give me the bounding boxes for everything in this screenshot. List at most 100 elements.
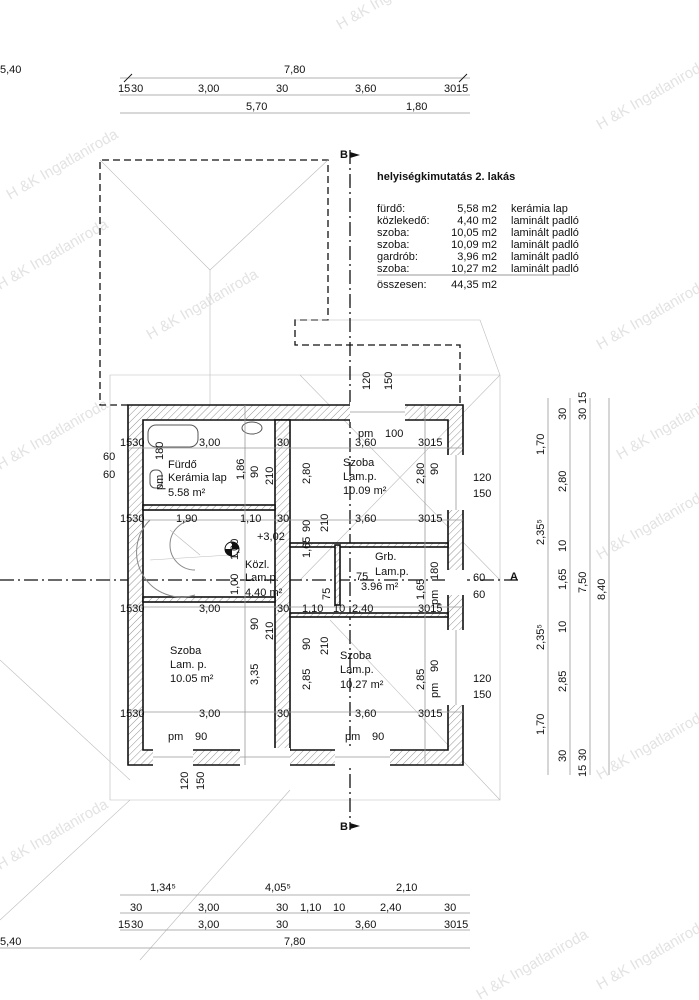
bathtub-icon (147, 424, 199, 448)
dimension-label: 2,80 (301, 463, 313, 484)
dimension-label: 3,60 (355, 437, 376, 449)
dimension-label: 30 (444, 902, 456, 914)
dimension-label: 60 (103, 469, 115, 481)
dimension-label: 1,00 (229, 574, 241, 595)
dimension-label: 2,85 (557, 671, 569, 692)
room-floor-hall: Lam.p. (245, 572, 279, 584)
dimension-label: 2,85 (301, 669, 313, 690)
spiral-stair-icon (136, 519, 196, 598)
dimension-label: 1,10 (300, 902, 321, 914)
dimension-label: 30 (444, 83, 456, 95)
dimension-label: 10 (333, 603, 345, 615)
dimension-label: 3,00 (198, 919, 219, 931)
dimension-label: 3015 (418, 513, 442, 525)
dimension-label: 30 (557, 408, 569, 420)
dimension-label: 30 (276, 919, 288, 931)
dimension-label: 30 (130, 902, 142, 914)
dimension-label: 15 (577, 765, 589, 777)
dimension-label: 3,00 (198, 902, 219, 914)
dimension-label: 1,65 (557, 569, 569, 590)
section-b-bottom: B (340, 821, 348, 833)
watermark: H &K Ingatlaniroda (4, 125, 122, 203)
dimension-label: 2,80 (557, 471, 569, 492)
watermark: H &K Ingatlaniroda (614, 385, 699, 463)
room-name-sw: Szoba (170, 645, 202, 657)
dimension-label: laminált padló (511, 227, 579, 239)
dimension-label: 150 (195, 772, 207, 790)
dimension-label: 5,40 (0, 64, 21, 76)
dimension-label: 2,80 (415, 463, 427, 484)
level-value: +3,02 (257, 531, 285, 543)
dimension-label: 10,09 m2 (451, 239, 497, 251)
dimension-label: 15 (118, 83, 130, 95)
dimension-label: 1,00 (229, 539, 241, 560)
dimension-label: 30 (131, 919, 143, 931)
watermark: H &K Ingatlaniroda (594, 55, 699, 133)
table-total-row: összesen: 44,35 m2 (377, 279, 497, 291)
dimension-label: fürdő: (377, 203, 405, 215)
dimension-label: 120 (361, 372, 373, 390)
dimension-label: 3,00 (198, 83, 219, 95)
dimension-label: 120 (473, 472, 491, 484)
room-area-sw: 10.05 m² (170, 673, 214, 685)
dimension-label: 210 (319, 637, 331, 655)
dimension-label: 1,90 (176, 513, 197, 525)
dimension-label: 7,80 (284, 936, 305, 948)
dimension-label: 3,60 (355, 513, 376, 525)
washbasin-icon (241, 421, 263, 435)
dimension-label: pm (429, 683, 441, 698)
dimension-label: 3,60 (355, 83, 376, 95)
room-floor-wardrobe: Lam.p. (375, 566, 409, 578)
dimension-label: laminált padló (511, 215, 579, 227)
room-name-se: Szoba (340, 650, 372, 662)
dimension-label: 1,80 (406, 101, 427, 113)
dimension-label: 1,65 (415, 579, 427, 600)
dimension-label: 2,35⁵ (535, 519, 547, 545)
dimension-label: 30 (444, 919, 456, 931)
dimension-label: közlekedő: (377, 215, 430, 227)
dimension-label: 10 (557, 621, 569, 633)
dimension-label: 1,10 (240, 513, 261, 525)
dimension-label: 3,96 m2 (457, 251, 497, 263)
dimension-label: gardrób: (377, 251, 418, 263)
watermark: H &K Ingatlaniroda (474, 925, 592, 1000)
dimension-label: 180 (154, 442, 166, 460)
dimension-label: összesen: (377, 279, 427, 291)
dimension-label: 1,70 (535, 434, 547, 455)
dimension-label: 10 (333, 902, 345, 914)
dimension-label: 150 (473, 689, 491, 701)
dimension-label: pm (358, 428, 373, 440)
dimension-label: 120 (473, 673, 491, 685)
dimension-label: 90 (372, 731, 384, 743)
dimension-label: 1530 (120, 513, 144, 525)
dimension-label: 1530 (120, 708, 144, 720)
dimension-label: 3,60 (355, 919, 376, 931)
watermark: H &K Ingatlaniroda (334, 0, 452, 33)
dimension-label: 90 (301, 520, 313, 532)
dimension-label: 30 (277, 437, 289, 449)
dimension-label: 7,50 (577, 572, 589, 593)
dimension-label: 2,40 (352, 603, 373, 615)
dimension-label: 60 (473, 589, 485, 601)
dimension-label: 30 (276, 83, 288, 95)
dimension-label: 3,00 (199, 437, 220, 449)
dimension-label: 100 (385, 428, 403, 440)
dimension-label: 44,35 m2 (451, 279, 497, 291)
room-area-ne: 10.09 m² (343, 485, 387, 497)
dimension-label: 4,05⁵ (265, 882, 291, 894)
dimension-label: 30 (577, 408, 589, 420)
dimension-label: pm (429, 590, 441, 605)
room-area-se: 10.27 m² (340, 679, 384, 691)
dimension-label: 10 (557, 540, 569, 552)
dimension-label: 210 (264, 622, 276, 640)
right-dimensions: 1,70 2,35⁵ 2,35⁵ 1,70 30 2,80 10 1,65 10… (535, 392, 610, 777)
dimension-label: 15 (456, 83, 468, 95)
dimension-label: 3015 (418, 437, 442, 449)
watermark: H &K Ingatlaniroda (0, 395, 112, 473)
dimension-label: szoba: (377, 227, 409, 239)
